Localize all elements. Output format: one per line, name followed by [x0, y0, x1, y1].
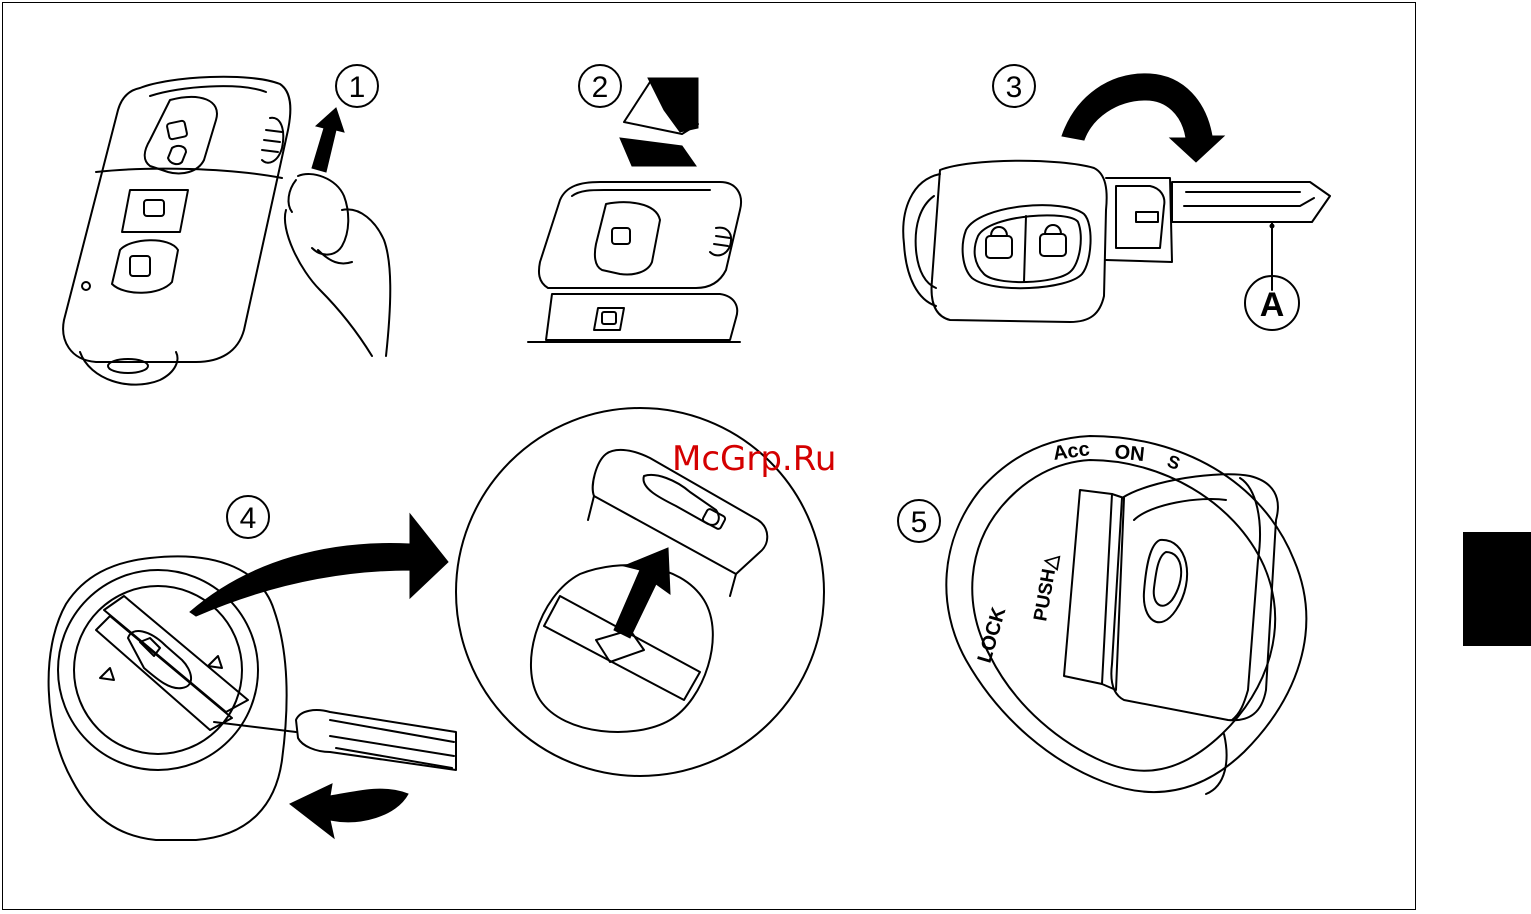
watermark-text: McGrp.Ru: [672, 439, 836, 479]
step1-number: 1: [349, 71, 366, 104]
part-label-a: A: [1260, 286, 1285, 324]
step5-number: 5: [911, 506, 928, 539]
ignition-lock-label: LOCK: [974, 604, 1011, 665]
step5-illustration: Acc ON S LOCK PUSH△ 5: [898, 436, 1306, 794]
ignition-on-label: ON: [1113, 441, 1145, 466]
step3-number: 3: [1006, 71, 1023, 104]
step3-illustration: A 3: [903, 65, 1330, 330]
ignition-start-label: S: [1165, 451, 1183, 474]
step4-illustration: 4: [49, 496, 456, 840]
step1-illustration: 1: [63, 65, 390, 385]
ignition-push-label: PUSH△: [1030, 551, 1063, 622]
step2-illustration: 2: [528, 65, 741, 342]
step4-number: 4: [240, 502, 257, 535]
step2-number: 2: [592, 71, 609, 104]
